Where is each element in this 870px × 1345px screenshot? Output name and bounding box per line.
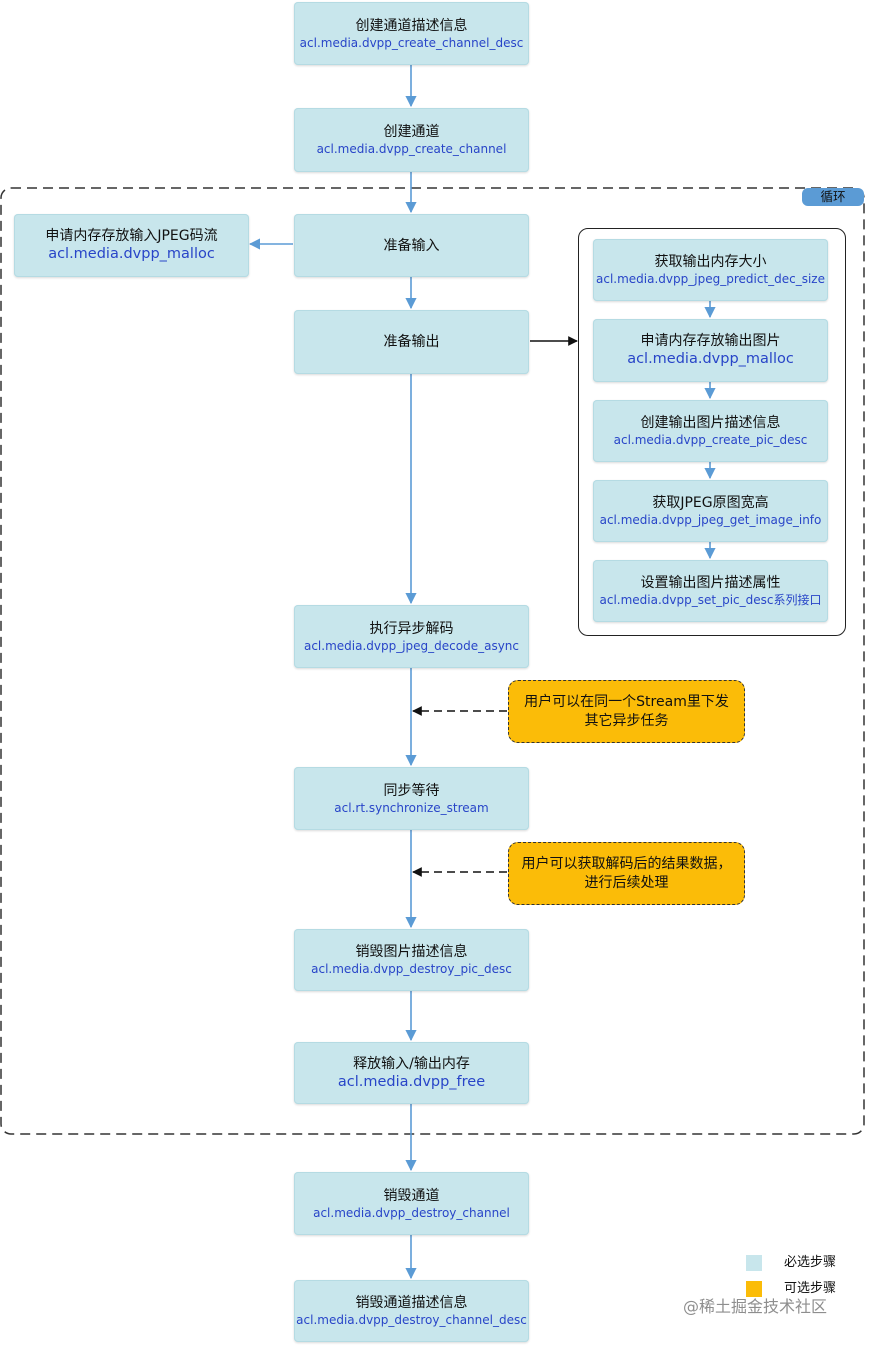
output-step-image-info: 获取JPEG原图宽高 acl.media.dvpp_jpeg_get_image… [593, 480, 828, 542]
step-title: 创建通道描述信息 [355, 17, 468, 34]
legend-required-swatch [746, 1255, 762, 1271]
loop-frame [0, 187, 865, 1135]
step-title: 同步等待 [383, 782, 440, 799]
watermark: @稀土掘金技术社区 [683, 1297, 828, 1316]
legend-optional-label: 可选步骤 [784, 1281, 837, 1296]
step-title: 获取输出内存大小 [654, 254, 767, 270]
step-title: 获取JPEG原图宽高 [652, 495, 769, 511]
step-title: 销毁通道 [383, 1187, 440, 1204]
note-line: 用户可以获取解码后的结果数据， [521, 855, 732, 872]
step-decode-async: 执行异步解码 acl.media.dvpp_jpeg_decode_async [294, 605, 529, 668]
note-line: 用户可以在同一个Stream里下发 [524, 693, 729, 710]
step-api: acl.media.dvpp_jpeg_get_image_info [599, 513, 822, 527]
legend-required-label: 必选步骤 [784, 1255, 837, 1270]
step-destroy-pic-desc: 销毁图片描述信息 acl.media.dvpp_destroy_pic_desc [294, 929, 529, 991]
step-api-line: acl.media.dvpp_set_pic_desc系列接口 [600, 592, 822, 608]
note-line: 其它异步任务 [584, 712, 669, 729]
step-api: acl.media.dvpp_malloc [48, 246, 215, 262]
output-prep-frame [578, 228, 846, 636]
output-step-predict-size: 获取输出内存大小 acl.media.dvpp_jpeg_predict_dec… [593, 239, 828, 301]
step-title: 销毁通道描述信息 [355, 1295, 468, 1311]
step-title: 创建输出图片描述信息 [640, 415, 781, 431]
note-line: 进行后续处理 [584, 874, 669, 891]
note-result-data: 用户可以获取解码后的结果数据， 进行后续处理 [508, 842, 745, 905]
step-api: acl.media.dvpp_create_channel_desc [299, 35, 524, 50]
step-api: acl.media.dvpp_set_pic_desc [599, 593, 774, 607]
output-step-set-pic-desc: 设置输出图片描述属性 acl.media.dvpp_set_pic_desc系列… [593, 560, 828, 622]
step-api: acl.media.dvpp_malloc [627, 351, 794, 367]
step-title: 执行异步解码 [369, 620, 454, 637]
step-title: 准备输出 [383, 334, 440, 350]
step-api: acl.media.dvpp_destroy_channel [313, 1205, 510, 1220]
step-title: 设置输出图片描述属性 [640, 575, 781, 591]
output-step-malloc: 申请内存存放输出图片 acl.media.dvpp_malloc [593, 319, 828, 382]
step-title: 创建通道 [383, 124, 440, 140]
step-title: 准备输入 [383, 237, 440, 254]
loop-label: 循环 [802, 188, 864, 206]
step-api-suffix: 系列接口 [773, 593, 822, 607]
note-async-tasks: 用户可以在同一个Stream里下发 其它异步任务 [508, 680, 745, 743]
step-destroy-channel-desc: 销毁通道描述信息 acl.media.dvpp_destroy_channel_… [294, 1280, 529, 1342]
step-title: 销毁图片描述信息 [355, 944, 468, 960]
step-api: acl.media.dvpp_destroy_channel_desc [296, 1313, 527, 1327]
step-create-channel: 创建通道 acl.media.dvpp_create_channel [294, 108, 529, 172]
legend-optional-swatch [746, 1281, 762, 1297]
step-api: acl.media.dvpp_jpeg_decode_async [303, 638, 520, 653]
output-step-create-pic-desc: 创建输出图片描述信息 acl.media.dvpp_create_pic_des… [593, 400, 828, 462]
step-title: 申请内存存放输入JPEG码流 [45, 228, 218, 244]
step-destroy-channel: 销毁通道 acl.media.dvpp_destroy_channel [294, 1172, 529, 1235]
step-prepare-output: 准备输出 [294, 310, 529, 374]
step-create-channel-desc: 创建通道描述信息 acl.media.dvpp_create_channel_d… [294, 2, 529, 65]
step-synchronize: 同步等待 acl.rt.synchronize_stream [294, 767, 529, 830]
step-free-memory: 释放输入/输出内存 acl.media.dvpp_free [294, 1042, 529, 1104]
step-api: acl.media.dvpp_jpeg_predict_dec_size [596, 272, 825, 286]
step-malloc-input: 申请内存存放输入JPEG码流 acl.media.dvpp_malloc [14, 214, 249, 277]
step-api: acl.media.dvpp_create_pic_desc [613, 433, 808, 447]
step-title: 申请内存存放输出图片 [640, 333, 781, 349]
step-prepare-input: 准备输入 [294, 214, 529, 277]
step-title: 释放输入/输出内存 [353, 1055, 470, 1072]
step-api: acl.media.dvpp_create_channel [316, 142, 507, 156]
step-api: acl.media.dvpp_destroy_pic_desc [311, 962, 512, 976]
step-api: acl.media.dvpp_free [337, 1073, 486, 1090]
step-api: acl.rt.synchronize_stream [334, 800, 489, 815]
